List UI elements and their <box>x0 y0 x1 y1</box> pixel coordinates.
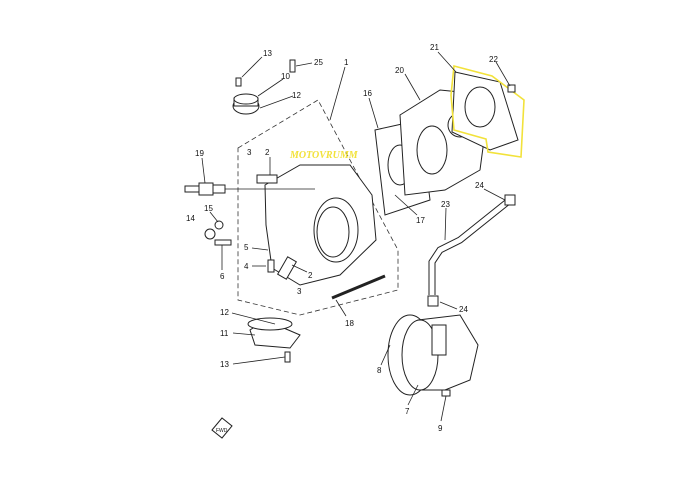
callout-12: 12 <box>292 91 301 100</box>
crankcase-outline <box>237 99 399 316</box>
callout-14: 14 <box>186 214 195 223</box>
part-intake-cap <box>232 93 260 115</box>
part-pin-2b <box>276 256 298 280</box>
part-spark-plug-25 <box>289 59 296 73</box>
callout-7: 7 <box>405 407 410 416</box>
callout-23: 23 <box>441 200 450 209</box>
callout-19: 19 <box>195 149 204 158</box>
part-spark-plug-19 <box>184 182 226 196</box>
part-clamp-24 <box>504 194 516 206</box>
callout-6: 6 <box>220 272 225 281</box>
callout-15: 15 <box>204 204 213 213</box>
callout-10: 10 <box>281 72 290 81</box>
part-pin-2 <box>256 174 278 184</box>
callout-3b: 3 <box>297 287 302 296</box>
fwd-arrow-icon: FWD <box>211 417 233 439</box>
highlight-box <box>450 64 525 158</box>
callout-8: 8 <box>377 366 382 375</box>
callout-21: 21 <box>430 43 439 52</box>
part-nut-14 <box>204 228 216 240</box>
part-dowel-22 <box>507 84 516 93</box>
callout-2b: 2 <box>308 271 313 280</box>
part-gasket-12 <box>247 317 293 331</box>
callout-1: 1 <box>344 58 349 67</box>
callout-4: 4 <box>244 262 249 271</box>
callout-5: 5 <box>244 243 249 252</box>
callout-2: 2 <box>265 148 270 157</box>
callout-12b: 12 <box>220 308 229 317</box>
part-bolt-9 <box>441 389 451 397</box>
callout-20: 20 <box>395 66 404 75</box>
callout-25: 25 <box>314 58 323 67</box>
part-washer-15 <box>214 220 224 230</box>
callout-17: 17 <box>416 216 425 225</box>
callout-24b: 24 <box>459 305 468 314</box>
callout-9: 9 <box>438 424 443 433</box>
part-screw-13b <box>284 351 291 363</box>
callout-22: 22 <box>489 55 498 64</box>
callout-13: 13 <box>263 49 272 58</box>
part-bolt-4 <box>267 259 275 273</box>
part-screw-13 <box>235 77 242 87</box>
callout-labels: 13 25 1 10 12 21 22 20 16 3 2 19 24 17 2… <box>186 43 498 433</box>
callout-24: 24 <box>475 181 484 190</box>
callout-13b: 13 <box>220 360 229 369</box>
callout-18: 18 <box>345 319 354 328</box>
part-bolt-6 <box>214 239 232 246</box>
watermark: MOTOVRUMM <box>289 150 359 161</box>
part-outlet <box>431 324 447 356</box>
svg-text:FWD: FWD <box>216 428 228 434</box>
leader-lines <box>201 51 511 422</box>
callout-3: 3 <box>247 148 252 157</box>
part-clamp-24b <box>427 295 439 307</box>
callout-11: 11 <box>220 329 229 338</box>
callout-16: 16 <box>363 89 372 98</box>
